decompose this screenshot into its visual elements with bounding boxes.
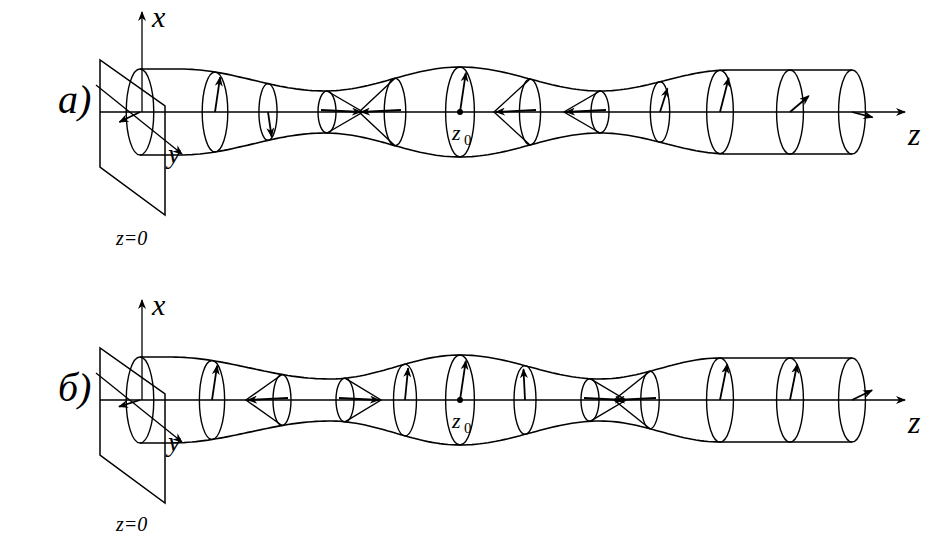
panel-letter: б) [58,368,91,408]
field-vector [660,88,668,112]
field-vector [852,112,873,117]
plane-z0 [100,348,165,503]
beam-envelope [140,355,852,379]
plane-z0 [100,60,165,215]
field-vector [215,77,220,112]
field-vector [566,110,606,112]
field-vector [405,368,408,400]
field-vector [720,78,729,112]
axis-label: x [152,2,165,32]
beam-section [707,70,734,153]
beam-section [707,358,734,442]
x-axis [141,12,142,112]
field-vector [616,398,656,400]
field-vector [790,96,809,112]
axis-label: 0 [464,421,472,436]
field-vector [361,110,401,112]
axis-label: z [908,406,920,438]
beam-section [591,91,609,133]
z0-point [457,109,463,115]
beam-section [202,72,228,152]
z-axis [100,399,905,400]
field-vector [268,112,272,137]
axis-label: y [168,140,180,168]
beam-section [777,358,804,442]
beam-section [581,379,599,422]
field-vector [496,110,536,112]
beam-section [641,371,659,429]
field-vector [119,112,140,122]
panel-a [96,12,905,215]
axis-label: z=0 [116,514,147,534]
field-vector [852,390,872,400]
field-vector [339,398,379,400]
beam-envelope [140,421,852,445]
beam-section [273,374,291,425]
beam-section [318,91,336,133]
field-vector [720,365,727,401]
axis-label: z=0 [116,228,147,248]
field-vector [119,400,140,407]
field-vector [460,73,466,112]
axis-label: z [452,410,461,432]
panel-b [96,300,905,503]
beam-section [514,366,536,435]
axis-label: y [168,428,180,456]
beam-section [519,79,540,145]
field-vector [790,365,797,401]
beam-envelope [140,67,852,91]
axis-label: x [152,290,165,320]
axis-label: 0 [464,133,472,148]
panel-letter: а) [58,80,91,120]
field-vector [212,366,217,400]
beam-section [446,67,475,157]
beam-section [650,82,669,142]
field-vector [460,361,466,400]
beam-section [446,355,475,445]
axis-label: z [452,122,461,144]
field-vector [524,369,526,400]
beam-section [199,361,224,440]
beam-section [259,84,277,141]
field-vector [248,398,288,400]
axis-label: z [908,118,920,150]
beam-section [394,364,417,436]
x-axis [141,300,142,400]
beam-envelope [140,133,852,157]
field-vector [321,110,361,112]
beam-section [384,78,406,145]
beam-section [336,378,354,422]
z0-point [457,397,463,403]
